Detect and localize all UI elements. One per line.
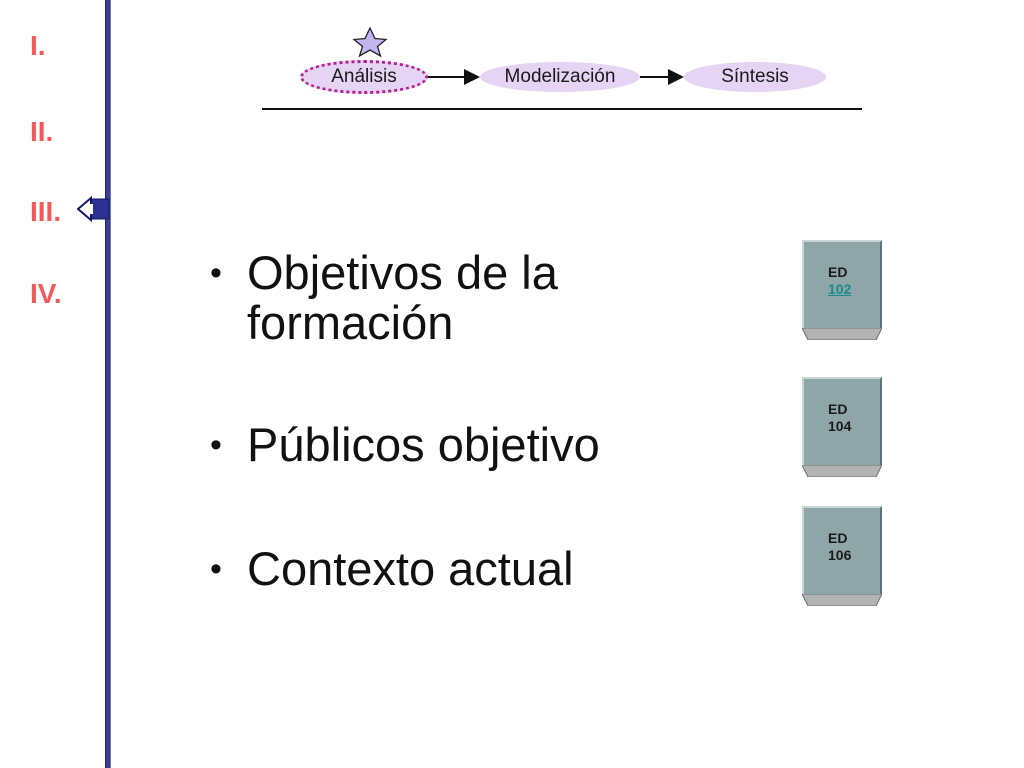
ed-box-base xyxy=(802,465,882,477)
navigation-rail xyxy=(105,0,111,768)
star-icon xyxy=(352,26,388,58)
bullet-marker: • xyxy=(210,254,222,292)
nav-item-i[interactable]: I. xyxy=(30,30,46,61)
ed-box-label: ED 104 xyxy=(828,401,851,435)
ed-box-title: ED xyxy=(828,401,848,417)
header-divider xyxy=(262,108,862,110)
nav-item-ii[interactable]: II. xyxy=(30,116,54,147)
bullet-text: Contexto actual xyxy=(247,542,574,595)
flow-step-sintesis[interactable]: Síntesis xyxy=(684,62,826,92)
ed-box-title: ED xyxy=(828,264,848,280)
bullet-text: Objetivos de la formación xyxy=(247,246,558,349)
ed-box-number: 106 xyxy=(828,547,852,563)
bullet-text: Públicos objetivo xyxy=(247,418,600,471)
ed-104-button[interactable]: ED 104 xyxy=(802,377,882,477)
ed-106-button[interactable]: ED 106 xyxy=(802,506,882,606)
bullet-marker: • xyxy=(210,550,222,588)
ed-box-title: ED xyxy=(828,530,848,546)
ed-box-base xyxy=(802,594,882,606)
nav-item-iii[interactable]: III. xyxy=(30,196,62,227)
bullet-item: • Contexto actual xyxy=(210,544,680,594)
ed-box-label: ED 106 xyxy=(828,530,851,564)
ed-box-number: 104 xyxy=(828,418,852,434)
bullet-item: • Objetivos de la formación xyxy=(210,248,680,348)
ed-box-face xyxy=(802,240,882,328)
flow-step-modelizacion[interactable]: Modelización xyxy=(480,62,640,92)
ed-102-link[interactable]: 102 xyxy=(828,281,852,297)
current-section-arrow-icon[interactable] xyxy=(77,196,111,222)
flow-step-analisis[interactable]: Análisis xyxy=(300,60,428,94)
bullet-marker: • xyxy=(210,426,222,464)
ed-box-label: ED 102 xyxy=(828,264,851,298)
ed-102-button[interactable]: ED 102 xyxy=(802,240,882,340)
bullet-item: • Públicos objetivo xyxy=(210,420,680,470)
ed-box-face xyxy=(802,377,882,465)
ed-box-face xyxy=(802,506,882,594)
nav-item-iv[interactable]: IV. xyxy=(30,278,62,309)
flow-connectors xyxy=(352,26,684,85)
ed-box-base xyxy=(802,328,882,340)
